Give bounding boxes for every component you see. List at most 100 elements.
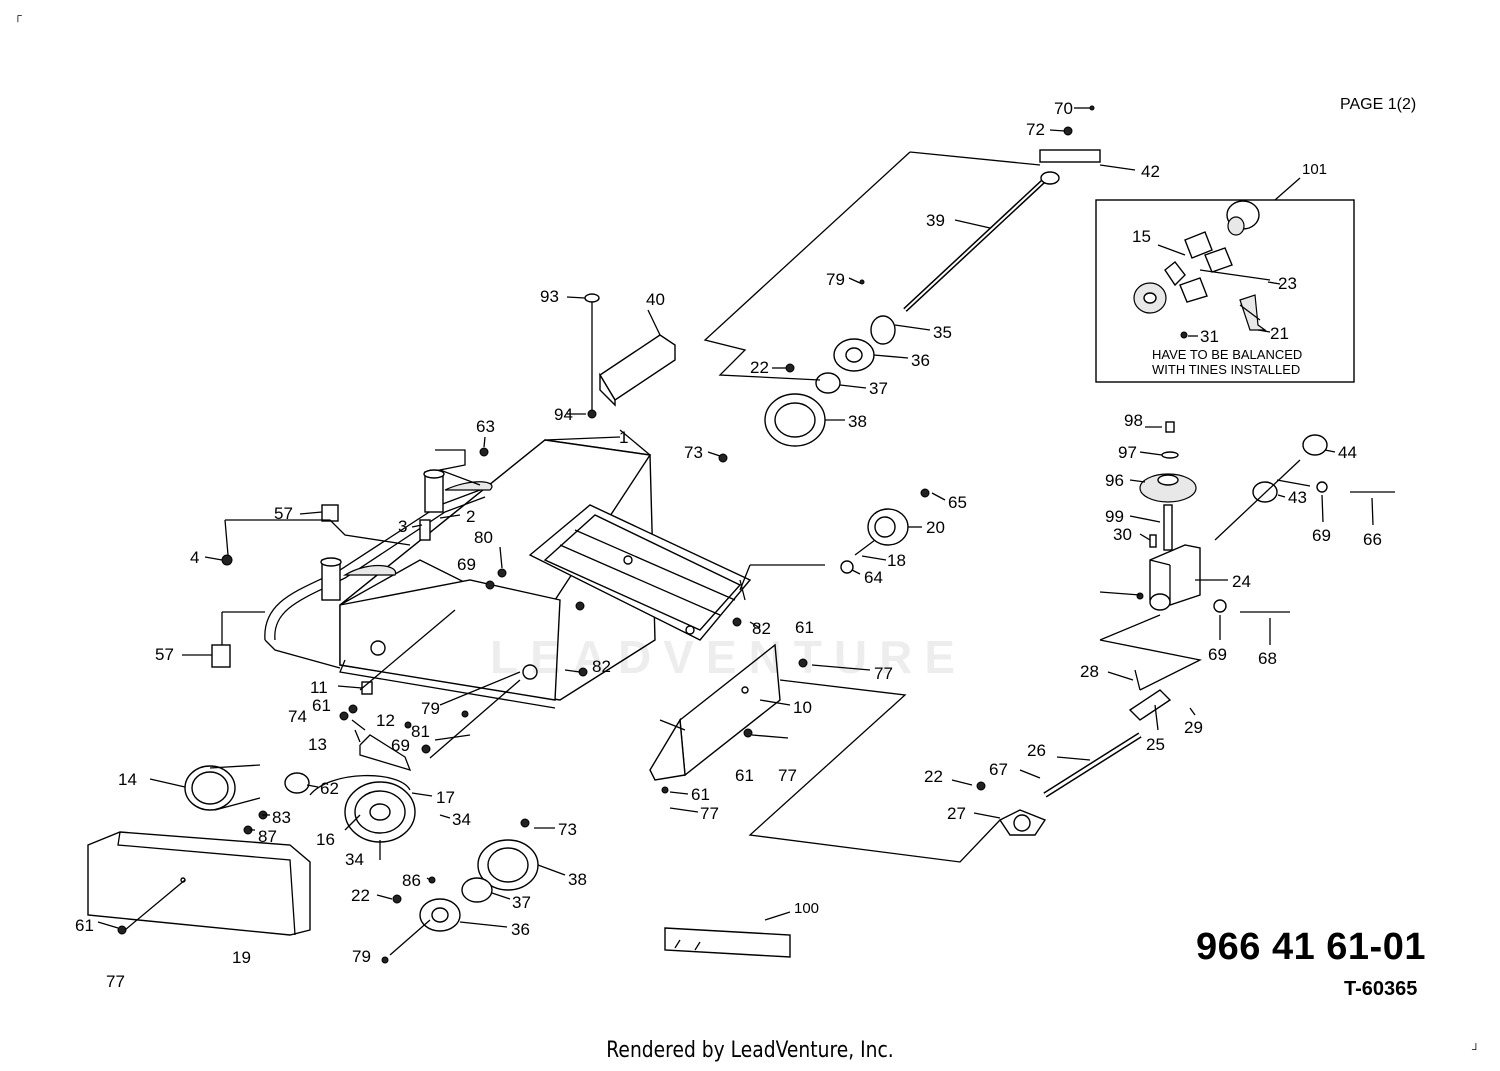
inset-note-line2: WITH TINES INSTALLED [1152, 362, 1300, 377]
watermark-text: LEADVENTURE [490, 631, 968, 683]
callout-2: 2 [466, 507, 475, 526]
callout-18: 18 [887, 551, 906, 570]
callout-99: 99 [1105, 507, 1124, 526]
callout-36b: 36 [511, 920, 530, 939]
callout-34b: 34 [345, 850, 364, 869]
callout-81: 81 [411, 722, 430, 741]
cover-40 [584, 293, 676, 419]
callout-22c: 22 [924, 767, 943, 786]
callout-20: 20 [926, 518, 945, 537]
callout-61a: 61 [312, 696, 331, 715]
callout-61b: 61 [795, 618, 814, 637]
callout-69b: 69 [391, 736, 410, 755]
corner-mark-bottom-right: ┘ [1472, 1044, 1480, 1056]
bearing-group-upper [718, 279, 896, 463]
callout-63: 63 [476, 417, 495, 436]
callout-79c: 79 [352, 947, 371, 966]
callout-70: 70 [1054, 99, 1073, 118]
callout-labels: 70 72 42 39 79 35 36 37 38 22 73 93 40 9… [75, 99, 1382, 991]
callout-39: 39 [926, 211, 945, 230]
callout-43: 43 [1288, 488, 1307, 507]
callout-69d: 69 [1208, 645, 1227, 664]
callout-77a: 77 [874, 664, 893, 683]
fasteners [211, 447, 1144, 884]
callout-10: 10 [793, 698, 812, 717]
callout-37a: 37 [869, 379, 888, 398]
callout-35: 35 [933, 323, 952, 342]
callout-17: 17 [436, 788, 455, 807]
callout-22a: 22 [750, 358, 769, 377]
callout-69c: 69 [1312, 526, 1331, 545]
callout-29: 29 [1184, 718, 1203, 737]
callout-42: 42 [1141, 162, 1160, 181]
callout-28: 28 [1080, 662, 1099, 681]
callout-83: 83 [272, 808, 291, 827]
callout-57a: 57 [274, 504, 293, 523]
callout-79b: 79 [421, 699, 440, 718]
callout-82b: 82 [752, 619, 771, 638]
callout-93: 93 [540, 287, 559, 306]
shaft-39 [903, 105, 1101, 312]
callout-38b: 38 [568, 870, 587, 889]
callout-11: 11 [310, 678, 328, 697]
callout-65: 65 [948, 493, 967, 512]
callout-40: 40 [646, 290, 665, 309]
callout-21: 21 [1270, 324, 1289, 343]
callout-36a: 36 [911, 351, 930, 370]
footer-credit: Rendered by LeadVenture, Inc. [606, 1038, 894, 1063]
callout-79a: 79 [826, 270, 845, 289]
callout-61d: 61 [691, 785, 710, 804]
callout-22b: 22 [351, 886, 370, 905]
pulley-20 [840, 488, 930, 574]
shaft-26 [976, 669, 1172, 836]
callout-69a: 69 [457, 555, 476, 574]
callout-73a: 73 [684, 443, 703, 462]
callout-86: 86 [402, 871, 421, 890]
callout-98: 98 [1124, 411, 1143, 430]
callout-57b: 57 [155, 645, 174, 664]
callout-96: 96 [1105, 471, 1124, 490]
callout-68: 68 [1258, 649, 1277, 668]
callout-62: 62 [320, 779, 339, 798]
drawing-number: T-60365 [1344, 978, 1418, 1000]
corner-mark-top-left: ┌ [14, 10, 22, 22]
callout-82a: 82 [592, 657, 611, 676]
callout-44: 44 [1338, 443, 1357, 462]
leader-lines [97, 107, 1374, 956]
callout-97: 97 [1118, 443, 1137, 462]
callout-31: 31 [1200, 327, 1219, 346]
bearing-group-lower [381, 818, 539, 964]
shield-10 [649, 643, 808, 794]
callout-13: 13 [308, 735, 327, 754]
callout-80: 80 [474, 528, 493, 547]
belt-14 [184, 764, 261, 811]
callout-27: 27 [947, 804, 966, 823]
callout-34a: 34 [452, 810, 471, 829]
callout-38a: 38 [848, 412, 867, 431]
inset-box-101 [1095, 177, 1355, 383]
callout-4: 4 [190, 548, 199, 567]
callout-3: 3 [398, 517, 407, 536]
callout-16: 16 [316, 830, 335, 849]
callout-101: 101 [1302, 161, 1327, 178]
callout-87: 87 [258, 827, 277, 846]
callout-73b: 73 [558, 820, 577, 839]
callout-66: 66 [1363, 530, 1382, 549]
callout-72: 72 [1026, 120, 1045, 139]
page-label: PAGE 1(2) [1340, 96, 1417, 113]
callout-61c: 61 [735, 766, 754, 785]
callout-14: 14 [118, 770, 137, 789]
callout-77c: 77 [700, 804, 719, 823]
callout-61e: 61 [75, 916, 94, 935]
callout-19: 19 [232, 948, 251, 967]
inset-note-line1: HAVE TO BE BALANCED [1152, 347, 1302, 362]
handle-frame [264, 469, 493, 669]
callout-15: 15 [1132, 227, 1151, 246]
pulley-17 [284, 772, 416, 860]
callout-37b: 37 [512, 893, 531, 912]
callout-77d: 77 [106, 972, 125, 991]
part-number: 966 41 61-01 [1196, 926, 1426, 968]
cover-19 [87, 831, 311, 936]
callout-64: 64 [864, 568, 883, 587]
